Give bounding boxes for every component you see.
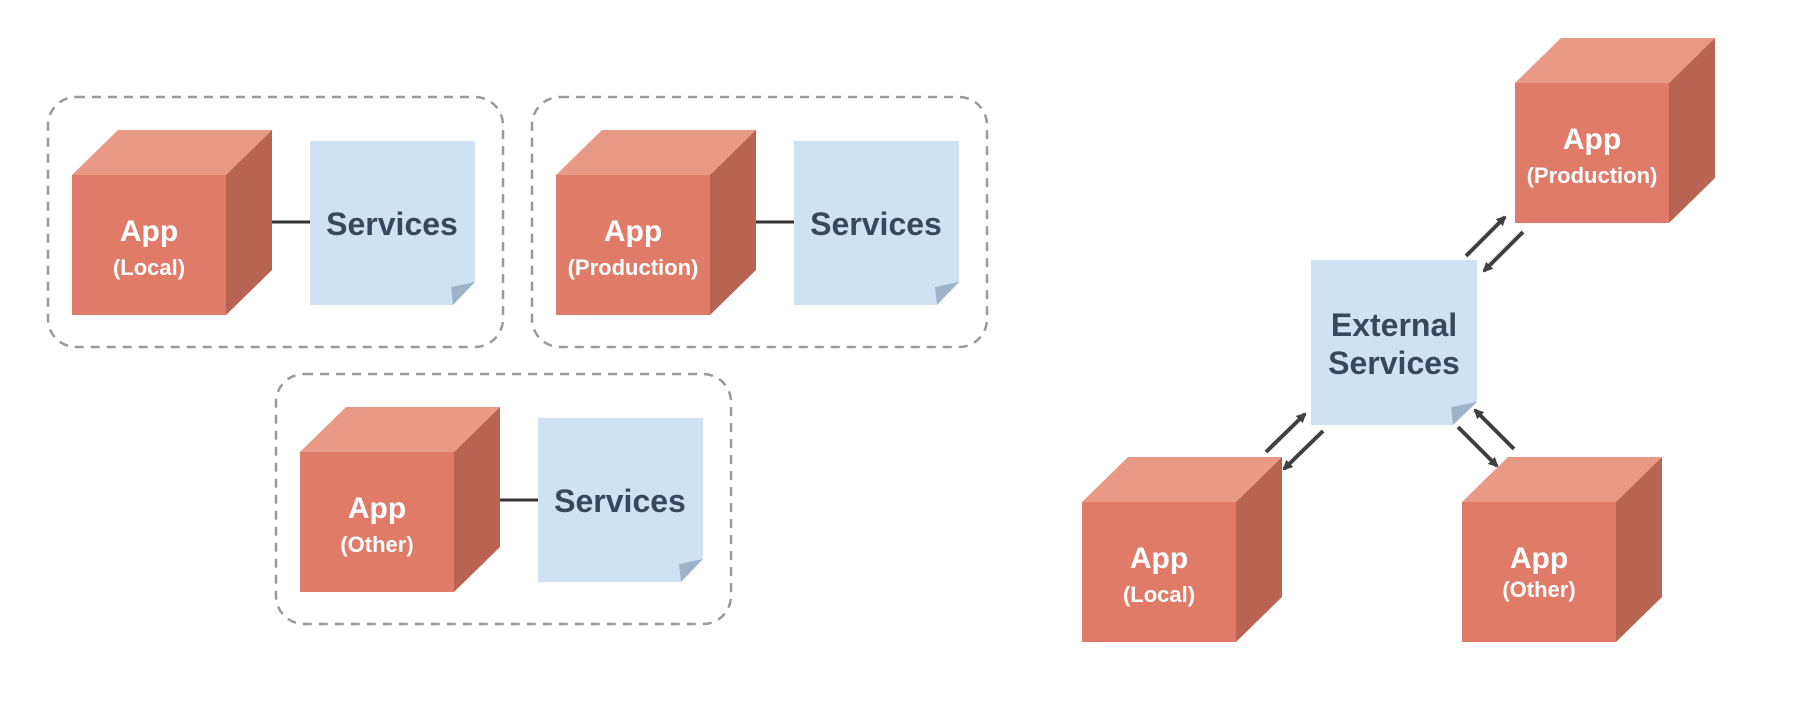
group-production: App (Production) Services	[530, 95, 989, 349]
app-title: App	[1510, 542, 1568, 575]
group-border	[530, 95, 989, 349]
external-services-line2: Services	[1328, 345, 1460, 381]
app-cube-shared-other: App (Other)	[1462, 457, 1662, 642]
arrow-to-production	[1464, 215, 1507, 258]
services-label: Services	[554, 483, 686, 519]
group-border	[46, 95, 505, 349]
app-title: App	[348, 492, 406, 525]
group-local: App (Local) Services	[46, 95, 505, 349]
external-services-line1: External	[1331, 307, 1457, 343]
app-subtitle: (Other)	[1502, 577, 1575, 602]
app-subtitle: (Production)	[568, 255, 699, 280]
app-cube-shared-local: App (Local)	[1082, 457, 1282, 642]
arrow-to-other	[1456, 425, 1499, 468]
app-subtitle: (Local)	[1123, 582, 1195, 607]
app-subtitle: (Local)	[113, 255, 185, 280]
arrow-from-production	[1482, 230, 1525, 273]
services-note-local: Services	[310, 141, 475, 305]
app-title: App	[1130, 542, 1188, 575]
services-label: Services	[326, 206, 458, 242]
arrow-to-external	[1264, 412, 1307, 454]
app-cube-production: App (Production)	[556, 130, 756, 315]
arrow-from-other	[1473, 408, 1516, 451]
app-title: App	[604, 215, 662, 248]
app-title: App	[1563, 123, 1621, 156]
services-label: Services	[810, 206, 942, 242]
app-subtitle: (Other)	[340, 532, 413, 557]
services-note-production: Services	[794, 141, 959, 305]
app-title: App	[120, 215, 178, 248]
app-cube-shared-production: App (Production)	[1515, 38, 1715, 223]
arrows-local	[1264, 412, 1325, 471]
app-cube-local: App (Local)	[72, 130, 272, 315]
arrows-production	[1464, 215, 1525, 273]
external-services-note: External Services	[1311, 260, 1477, 425]
arrow-to-local	[1282, 429, 1325, 471]
services-note-other: Services	[538, 418, 703, 582]
app-cube-other: App (Other)	[300, 407, 500, 592]
app-subtitle: (Production)	[1527, 163, 1658, 188]
arrows-other	[1456, 408, 1516, 468]
group-other: App (Other) Services	[274, 372, 733, 626]
group-border	[274, 372, 733, 626]
